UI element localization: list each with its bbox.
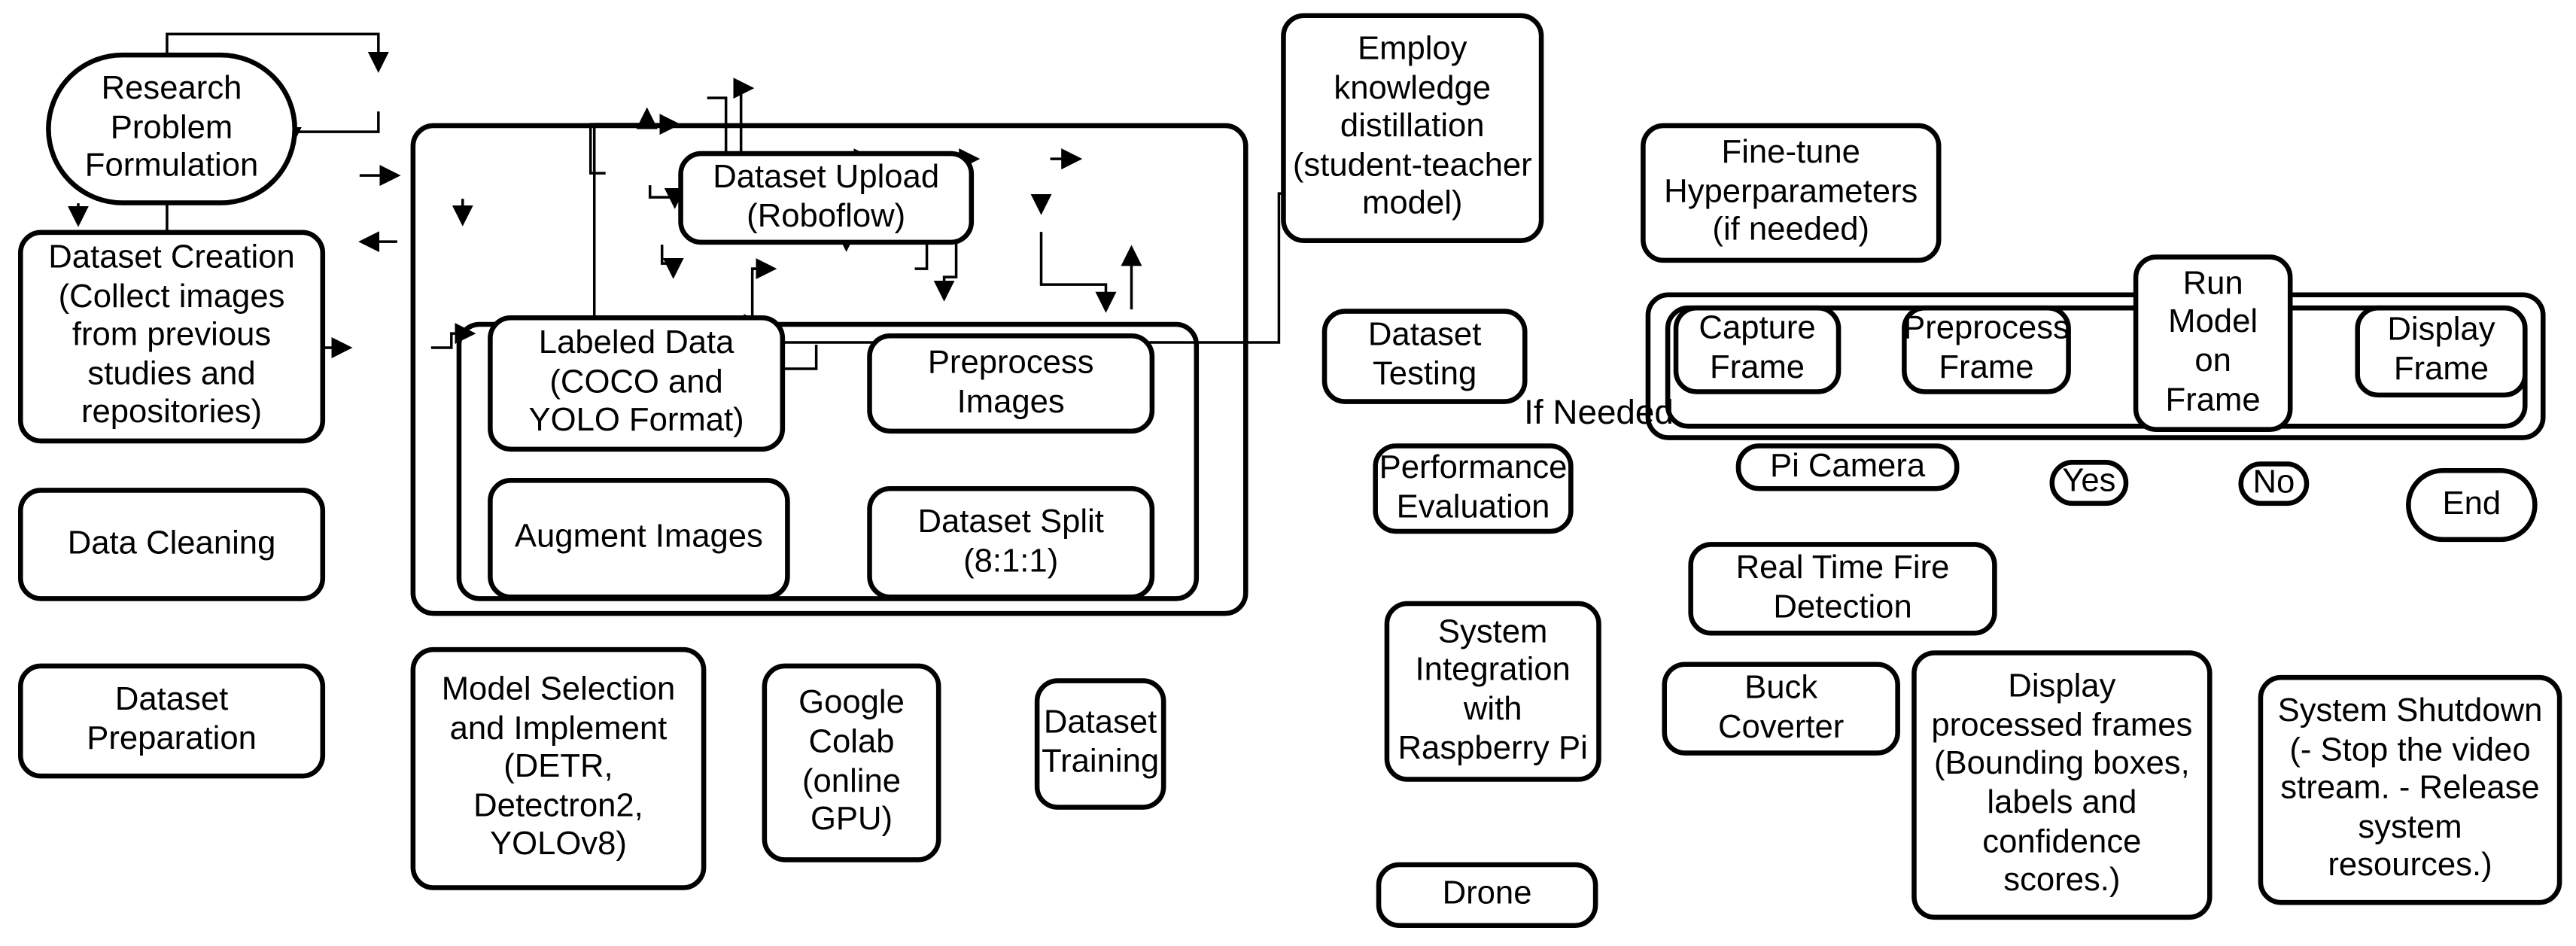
node-run-model-on-frame[interactable]: Run Model on Frame bbox=[2133, 254, 2293, 432]
node-employ-knowledge-distillation[interactable]: Employ knowledge distillation (student-t… bbox=[1281, 13, 1544, 243]
node-pi-camera[interactable]: Pi Camera bbox=[1735, 443, 1960, 491]
node-end[interactable]: End bbox=[2406, 467, 2538, 543]
node-dataset-testing[interactable]: Dataset Testing bbox=[1321, 309, 1528, 404]
node-system-integration[interactable]: System Integration with Raspberry Pi bbox=[1384, 601, 1601, 782]
node-display-frame[interactable]: Display Frame bbox=[2355, 305, 2528, 398]
node-preprocess-images[interactable]: Preprocess Images bbox=[867, 333, 1155, 434]
labeled-data-subgroup bbox=[456, 321, 1200, 601]
node-dataset-upload[interactable]: Dataset Upload (Roboflow) bbox=[678, 151, 975, 245]
edge-label-if-needed: If Needed bbox=[1524, 394, 1674, 432]
dataset-pipeline-group bbox=[410, 123, 1248, 616]
node-real-time-fire-detection[interactable]: Real Time Fire Detection bbox=[1688, 542, 1997, 636]
node-performance-evaluation[interactable]: Performance Evaluation bbox=[1373, 443, 1574, 534]
node-display-processed-frames[interactable]: Display processed frames (Bounding boxes… bbox=[1911, 650, 2213, 920]
node-yes-decision[interactable]: Yes bbox=[2049, 460, 2129, 506]
node-system-shutdown[interactable]: System Shutdown (- Stop the video stream… bbox=[2258, 674, 2562, 905]
node-labeled-data[interactable]: Labeled Data (COCO and YOLO Format) bbox=[488, 315, 786, 452]
node-buck-converter[interactable]: Buck Coverter bbox=[1662, 662, 1900, 756]
node-google-colab[interactable]: Google Colab (online GPU) bbox=[762, 663, 941, 862]
node-drone[interactable]: Drone bbox=[1376, 862, 1598, 928]
node-data-cleaning[interactable]: Data Cleaning bbox=[18, 488, 326, 601]
node-no-decision[interactable]: No bbox=[2238, 461, 2310, 506]
node-model-selection[interactable]: Model Selection and Implement (DETR, Det… bbox=[410, 646, 707, 890]
node-dataset-preparation[interactable]: Dataset Preparation bbox=[18, 663, 326, 779]
node-dataset-training[interactable]: Dataset Training bbox=[1034, 678, 1166, 810]
realtime-inference-group bbox=[1645, 292, 2546, 440]
node-dataset-split[interactable]: Dataset Split (8:1:1) bbox=[867, 485, 1155, 600]
node-fine-tune-hyperparameters[interactable]: Fine-tune Hyperparameters (if needed) bbox=[1641, 123, 1942, 263]
node-research-problem[interactable]: Research Problem Formulation bbox=[46, 52, 297, 205]
node-dataset-creation[interactable]: Dataset Creation (Collect images from pr… bbox=[18, 230, 326, 444]
node-augment-images[interactable]: Augment Images bbox=[488, 478, 790, 600]
node-preprocess-frame[interactable]: Preprocess Frame bbox=[1902, 305, 2071, 394]
node-capture-frame[interactable]: Capture Frame bbox=[1673, 305, 1842, 394]
